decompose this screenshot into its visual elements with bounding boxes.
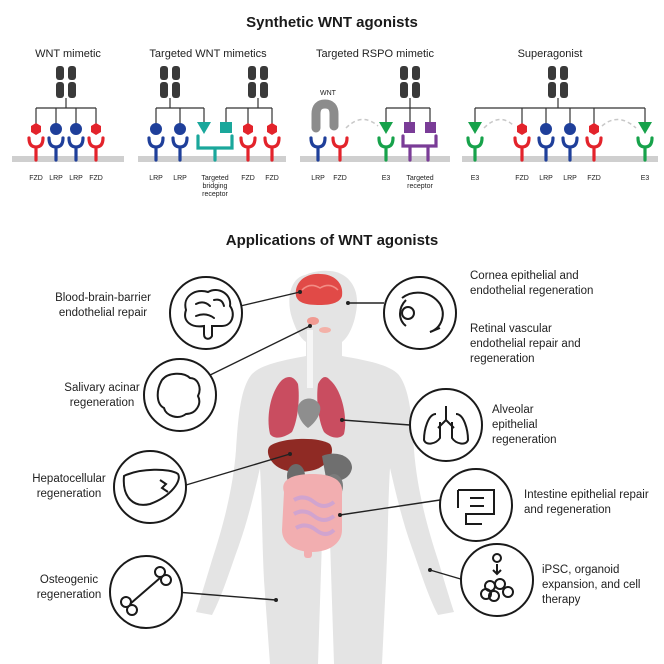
receptor-label: E3 [640,175,650,182]
app-label-hepatocellular: Hepatocellular regeneration [32,473,106,500]
lrp-binder [50,123,62,135]
bridging-binder [220,122,232,133]
agonist-mechanisms-diagram [12,66,658,162]
fzd-binder [517,123,527,135]
receptor-label: E3 [381,175,391,182]
panel-title-targeted-rspo-mimetic: Targeted RSPO mimetic [316,48,434,60]
receptor-label: LRP [149,175,163,182]
salivary-gland-icon [156,372,201,418]
eye-icon [399,291,444,333]
liver-icon [122,468,180,506]
panel-title-superagonist: Superagonist [517,48,583,60]
app-label-bbb: Blood-brain-barrier endothelial repair [55,292,151,319]
top-title: Synthetic WNT agonists [246,14,418,31]
receptor-binder [425,122,436,133]
receptor-label: Targeted bridging receptor [201,175,229,198]
app-label-alveolar: Alveolar epithelial regeneration [492,404,557,446]
receptor-label: LRP [173,175,187,182]
receptor-label: LRP [311,175,325,182]
membrane [300,156,450,162]
receptor-label: FZD [241,175,255,182]
receptor-label: FZD [29,175,43,182]
receptor-label: FZD [265,175,279,182]
receptor-binder [404,122,415,133]
receptor-label: E3 [470,175,480,182]
brain-icon [184,288,234,340]
lrp-binder [150,123,162,135]
bridging-binder [197,122,211,134]
membrane [462,156,658,162]
membrane [12,156,124,162]
fzd-binder [91,123,101,135]
lungs-icon [422,406,470,445]
panel-title-targeted-wnt-mimetics: Targeted WNT mimetics [149,48,267,60]
app-label-salivary: Salivary acinar regeneration [64,382,140,409]
fzd-binder [589,123,599,135]
panel-title-wnt-mimetic: WNT mimetic [35,48,101,60]
heart-organ [297,398,321,428]
receptor-label: FZD [89,175,103,182]
receptor-label: LRP [69,175,83,182]
receptor-label: LRP [539,175,553,182]
bone-icon [120,566,172,616]
app-label-intestine: Intestine epithelial repair and regenera… [524,489,649,516]
lrp-binder [540,123,552,135]
lrp-binder [564,123,576,135]
e3-binder [638,122,652,134]
intestine-icon [457,489,495,525]
lrp-binder [174,123,186,135]
e3-binder [379,122,393,134]
e3-binder [468,122,482,134]
lrp-binder [70,123,82,135]
receptor-label: FZD [587,175,601,182]
fzd-binder [267,123,277,135]
lungs-organ [268,376,299,438]
membrane [138,156,286,162]
applications-title: Applications of WNT agonists [225,232,439,249]
wnt-ligand-icon [311,99,339,133]
app-label-cornea: Cornea epithelial and endothelial regene… [470,270,594,297]
liver-organ [267,438,333,472]
receptor-label: LRP [563,175,577,182]
app-label-ipsc: iPSC, organoid expansion, and cell thera… [542,564,641,606]
wnt-label: WNT [320,90,336,97]
app-label-retinal: Retinal vascular endothelial repair and … [470,323,581,365]
receptor-label: FZD [333,175,347,182]
fzd-binder [31,123,41,135]
receptor-label: LRP [49,175,63,182]
salivary-organ [307,317,319,325]
cells-icon [480,553,514,602]
receptor-label: Targeted receptor [406,175,434,190]
receptor-label: FZD [515,175,529,182]
fzd-binder [243,123,253,135]
app-label-osteogenic: Osteogenic regeneration [36,574,102,601]
brain-organ [295,273,343,305]
